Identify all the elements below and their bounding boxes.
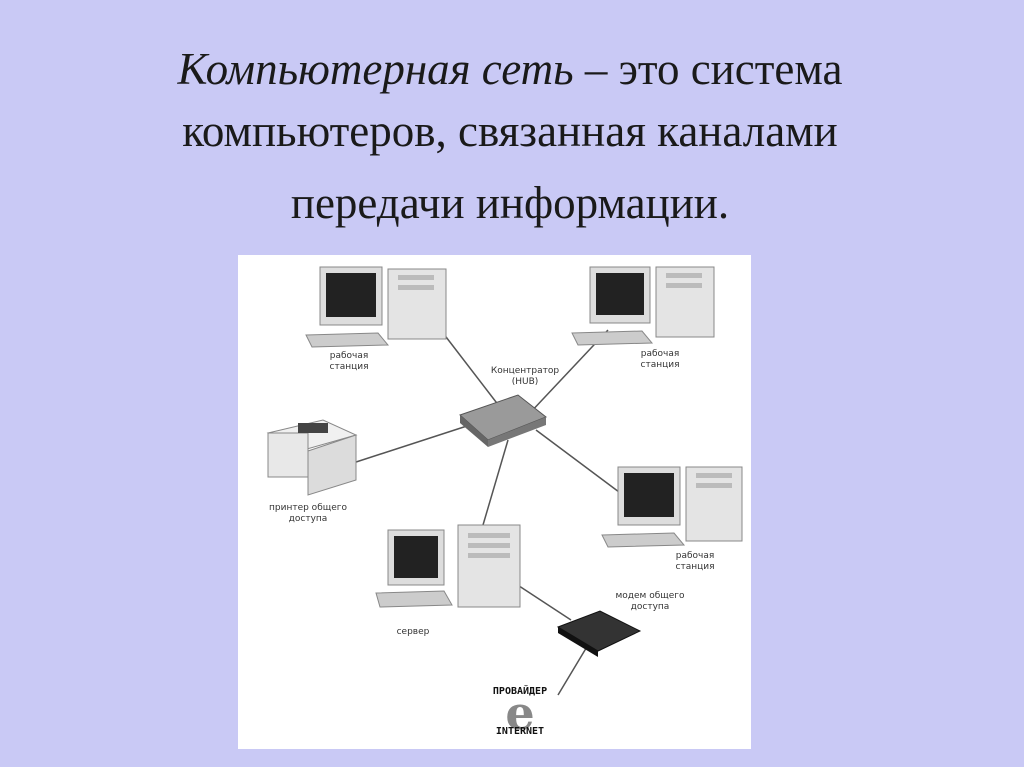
- title-line-1: Компьютерная сеть – это система: [60, 38, 960, 100]
- server-label: сервер: [396, 627, 430, 637]
- hub-label: Концентратор (HUB): [490, 366, 560, 387]
- link-modem-provider: [557, 644, 589, 696]
- printer-icon: [266, 419, 358, 496]
- title-line-3: передачи информации.: [290, 178, 730, 228]
- link-hub-server: [482, 439, 509, 526]
- network-diagram-graphic: e: [266, 266, 743, 740]
- internet-logo-icon: e: [505, 686, 534, 740]
- printer-label: принтер общего доступа: [269, 503, 347, 524]
- workstation-top-right-icon: [571, 266, 715, 346]
- hub-icon: [459, 394, 547, 447]
- workstation-top-left-icon: [305, 266, 447, 348]
- modem-icon: [556, 610, 642, 657]
- modem-label: модем общего доступа: [615, 591, 685, 612]
- link-hub-workstation-right: [535, 429, 624, 496]
- svg-text:e: e: [505, 686, 534, 740]
- link-hub-printer: [352, 424, 471, 464]
- workstation-right-label: рабочая станция: [675, 551, 715, 572]
- workstation-top-left-label: рабочая станция: [329, 351, 369, 372]
- slide-title: Компьютерная сеть – это система компьюте…: [60, 38, 960, 234]
- server-icon: [375, 524, 521, 608]
- title-rest: – это система: [573, 44, 843, 94]
- title-line-2: компьютеров, связанная каналами: [182, 106, 838, 156]
- internet-label: INTERNET: [495, 726, 545, 737]
- network-diagram: e рабочая станция рабочая станция Концен…: [238, 255, 751, 749]
- link-hub-workstation-top-left: [442, 332, 507, 416]
- title-term: Компьютерная сеть: [177, 44, 574, 94]
- workstation-top-right-label: рабочая станция: [640, 349, 680, 370]
- provider-label: ПРОВАЙДЕР: [492, 686, 548, 697]
- workstation-right-icon: [601, 466, 743, 548]
